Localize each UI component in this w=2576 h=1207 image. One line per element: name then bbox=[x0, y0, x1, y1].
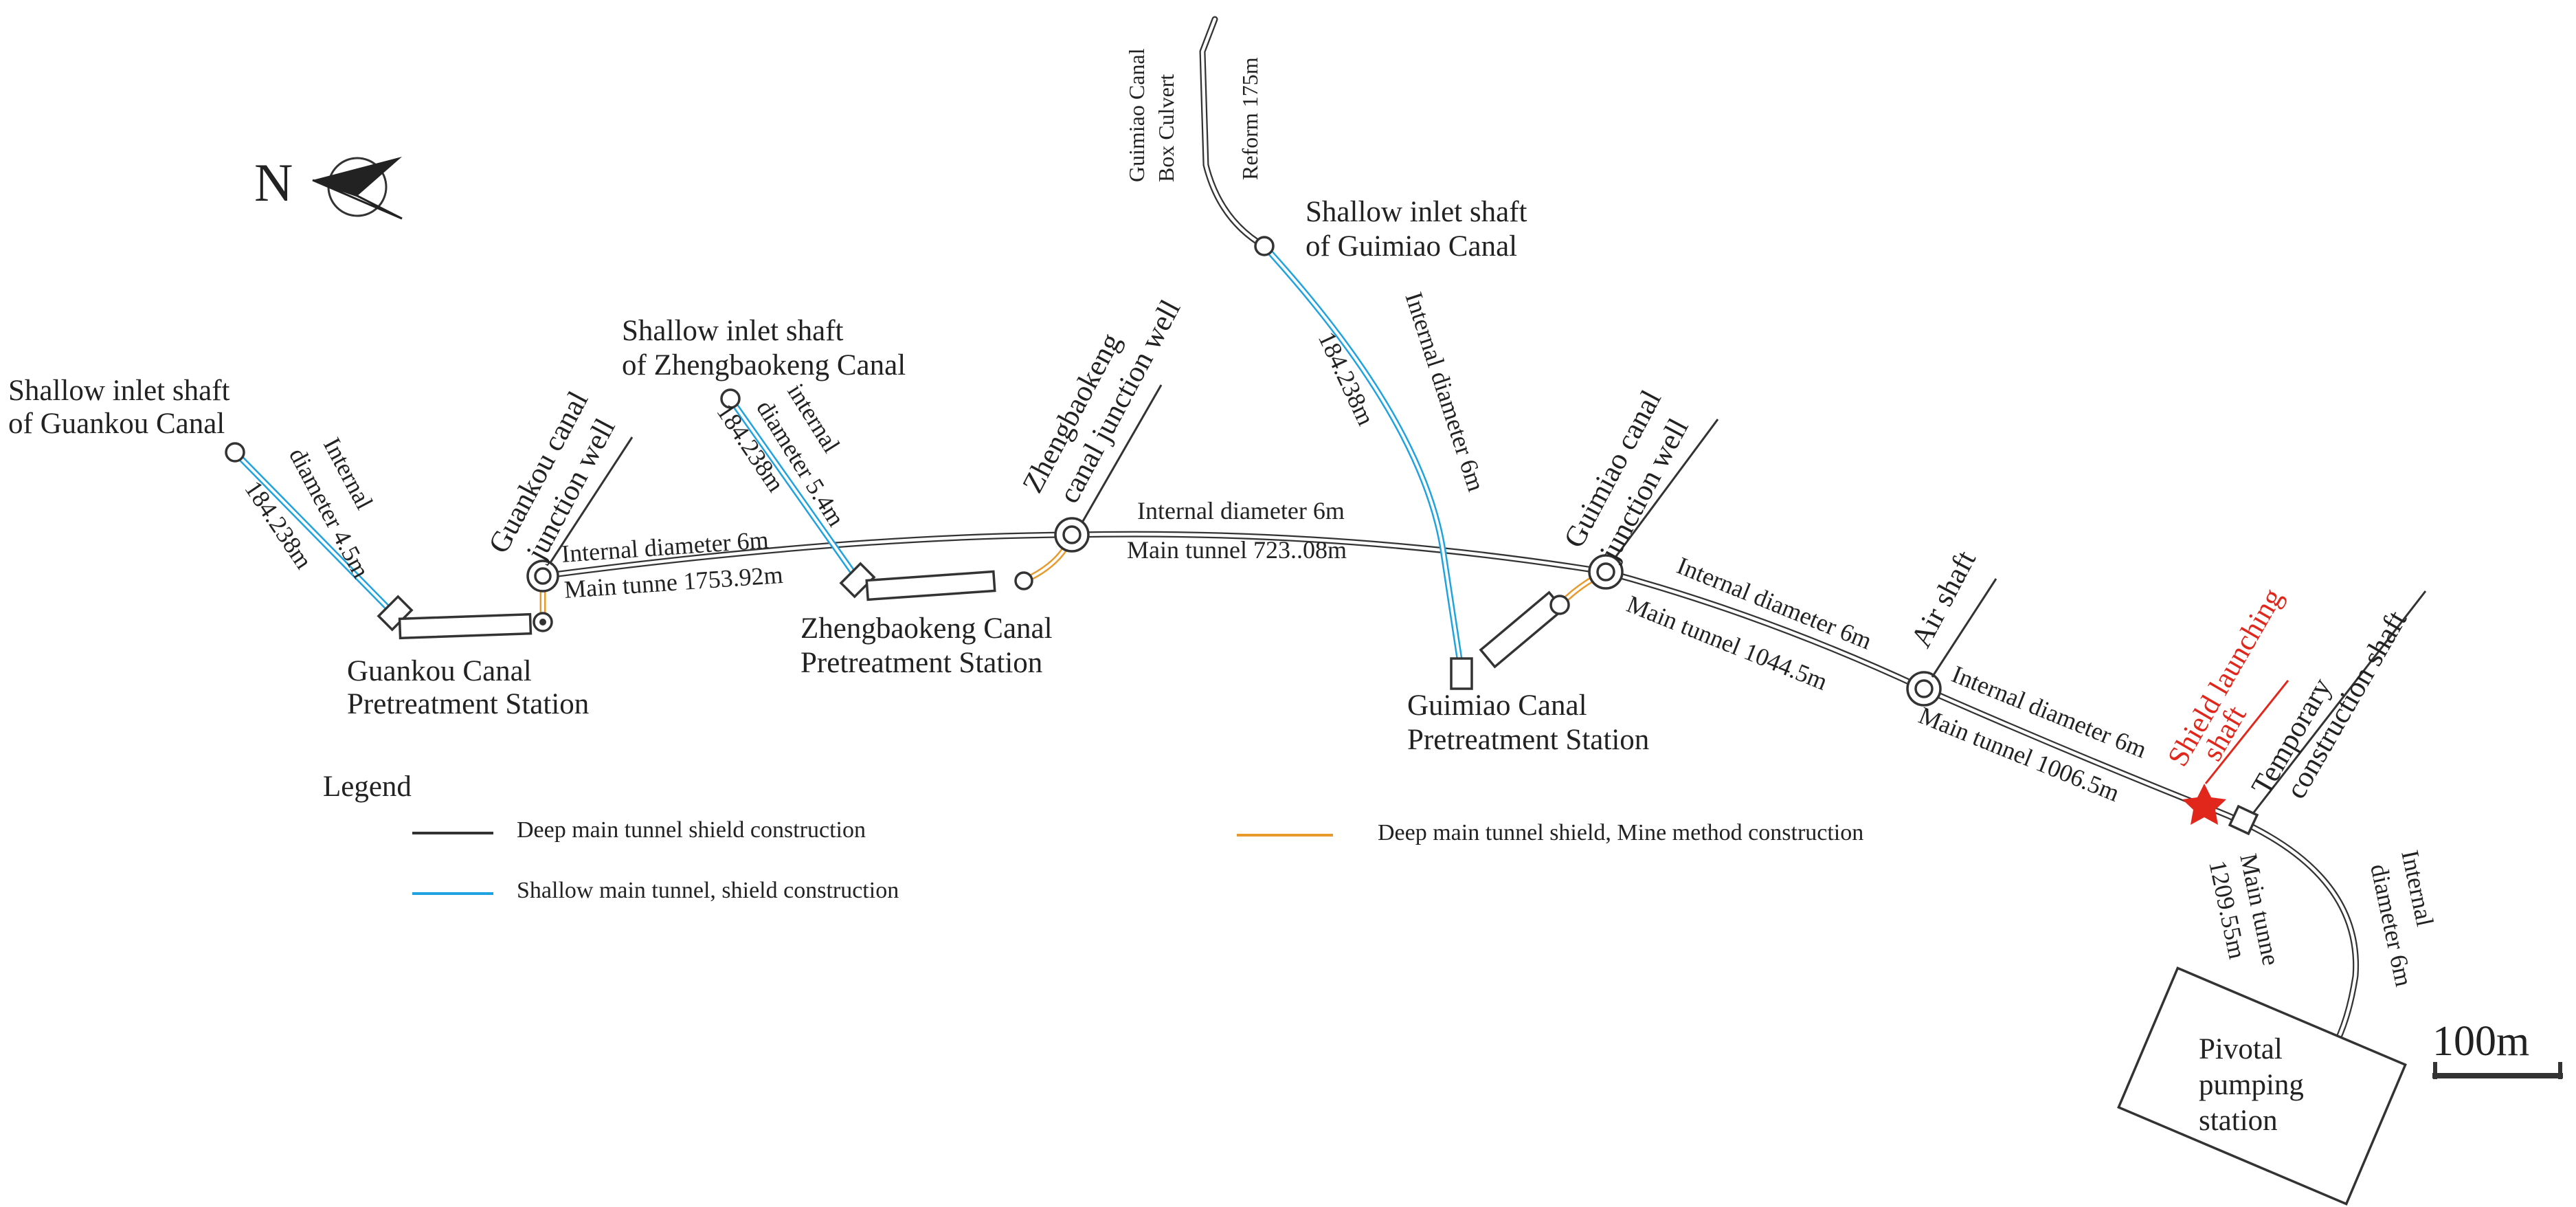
guankou-inlet-label-2: of Guankou Canal bbox=[8, 408, 225, 440]
compass-needle-tail-icon bbox=[312, 179, 403, 220]
pretreatment-stations bbox=[377, 562, 1570, 690]
pivotal-pumping-station-box bbox=[2117, 966, 2407, 1206]
legend-deep-label: Deep main tunnel shield construction bbox=[517, 817, 866, 843]
culvert-label-2: Box Culvert bbox=[1154, 74, 1178, 182]
shaft-nodes bbox=[225, 236, 2259, 836]
zbk-station-label-2: Pretreatment Station bbox=[800, 647, 1042, 679]
pump-label-3: station bbox=[2199, 1105, 2278, 1137]
seg2-len-label: Main tunnel 723..08m bbox=[1127, 536, 1347, 564]
gm-inlet-label-2: of Guimiao Canal bbox=[1306, 230, 1517, 263]
legend-mine-label: Deep main tunnel shield, Mine method con… bbox=[1378, 820, 1863, 845]
zbk-inlet-label-2: of Zhengbaokeng Canal bbox=[622, 349, 906, 381]
legend: Legend Deep main tunnel shield construct… bbox=[323, 771, 1863, 903]
legend-shallow-label: Shallow main tunnel, shield construction bbox=[517, 878, 899, 903]
zbk-station-node bbox=[1014, 571, 1033, 590]
zbk-station-label-1: Zhengbaokeng Canal bbox=[800, 612, 1053, 645]
gm-station-label-1: Guimiao Canal bbox=[1407, 689, 1587, 722]
temporary-shaft-node bbox=[2228, 804, 2259, 836]
scale-bar: 100m bbox=[2432, 1018, 2563, 1079]
shallow-tunnels bbox=[232, 243, 1464, 667]
gm-station-node bbox=[1549, 595, 1570, 615]
deep-main-tunnel bbox=[539, 16, 2360, 1069]
scale-label: 100m bbox=[2432, 1018, 2529, 1065]
compass-needle-icon bbox=[313, 157, 402, 196]
pump-label-1: Pivotal bbox=[2199, 1033, 2283, 1065]
legend-title: Legend bbox=[323, 771, 412, 803]
leader-lines bbox=[548, 384, 2427, 813]
guankou-station-box bbox=[398, 612, 533, 640]
gm-inlet-shaft bbox=[1254, 236, 1275, 256]
guankou-inlet-label-1: Shallow inlet shaft bbox=[8, 375, 230, 407]
guankou-station-label-1: Guankou Canal bbox=[347, 655, 532, 687]
zbk-inlet-shaft bbox=[720, 388, 741, 409]
gm-inlet-label-1: Shallow inlet shaft bbox=[1306, 196, 1527, 228]
zbk-station-box bbox=[865, 570, 996, 601]
guankou-inlet-shaft bbox=[225, 442, 245, 463]
reform-label: Reform 175m bbox=[1237, 57, 1262, 180]
pump-label-2: pumping bbox=[2199, 1069, 2304, 1101]
zbk-inlet-label-1: Shallow inlet shaft bbox=[622, 315, 844, 347]
shield-launching-star-icon bbox=[2182, 784, 2226, 825]
seg2-diam-label: Internal diameter 6m bbox=[1137, 497, 1345, 524]
compass-north-label: N bbox=[254, 153, 293, 212]
air-shaft-label: Air shaft bbox=[1905, 546, 1982, 653]
compass: N bbox=[254, 153, 403, 220]
gm-inlet-box bbox=[1450, 657, 1473, 690]
zbk-inlet-box bbox=[839, 562, 876, 599]
guankou-station-label-2: Pretreatment Station bbox=[347, 688, 589, 720]
culvert-label-1: Guimiao Canal bbox=[1124, 48, 1149, 182]
gm-station-label-2: Pretreatment Station bbox=[1407, 724, 1649, 756]
